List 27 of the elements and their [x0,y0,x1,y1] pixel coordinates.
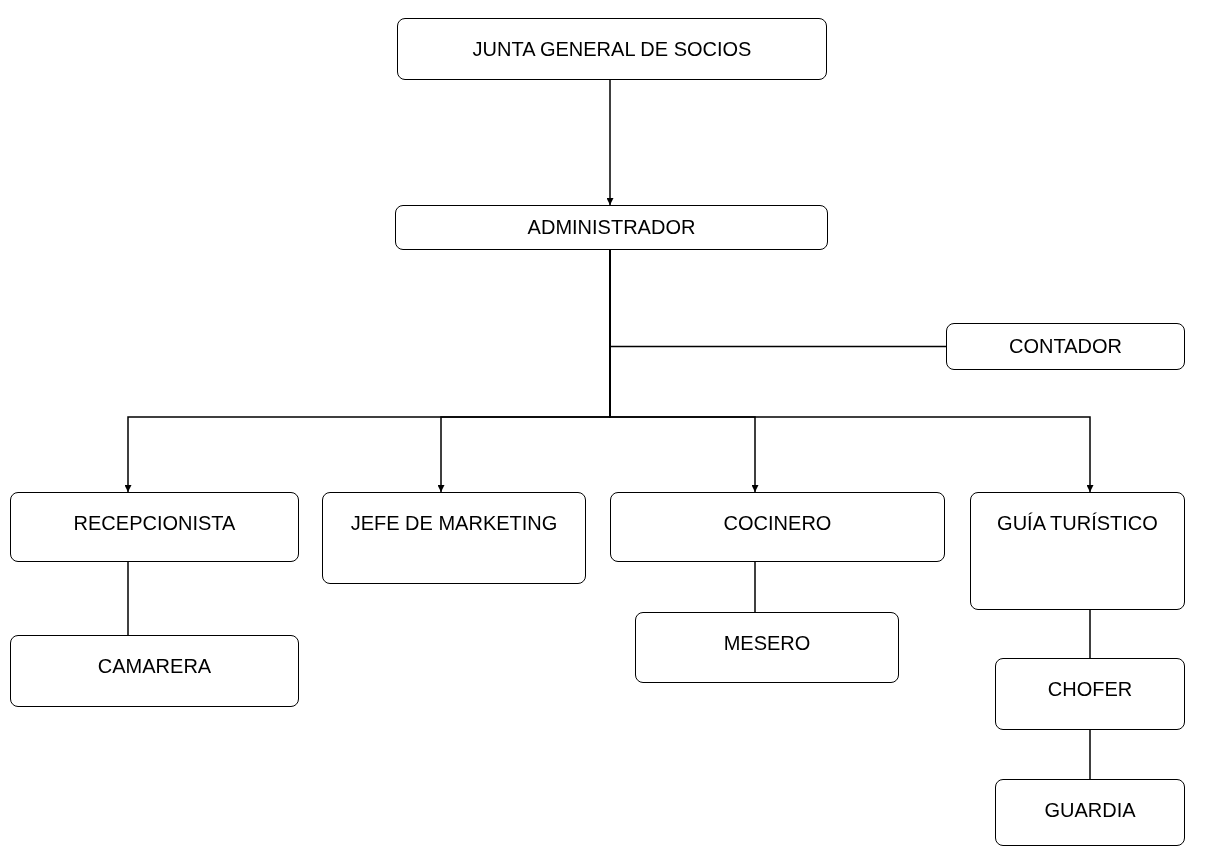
role-box [395,205,828,250]
role-title: RECEPCIONISTA [73,511,236,536]
arrow [606,79,614,206]
role-box [10,635,299,707]
connector-line [754,561,756,613]
role-box [995,658,1185,730]
role-box [635,612,899,683]
role-title: JEFE DE MARKETING [350,511,558,536]
connector-line [1089,609,1091,659]
connector-line [127,561,129,636]
role-box [397,18,827,80]
role-title: MESERO [723,631,811,656]
role-box [995,779,1185,846]
role-title: COCINERO [723,511,832,536]
role-box [322,492,586,584]
role-title: CAMARERA [97,654,212,679]
role-title: GUARDIA [1044,798,1136,823]
role-title: CHOFER [1047,677,1133,702]
role-title: CONTADOR [1009,334,1122,359]
role-box [946,323,1185,370]
role-title: ADMINISTRADOR [527,215,696,240]
role-box [610,492,945,562]
connector-line [1089,729,1091,780]
role-box [970,492,1185,610]
role-title: JUNTA GENERAL DE SOCIOS [472,36,752,62]
role-box [10,492,299,562]
role-title: GUÍA TURÍSTICO [997,511,1158,536]
